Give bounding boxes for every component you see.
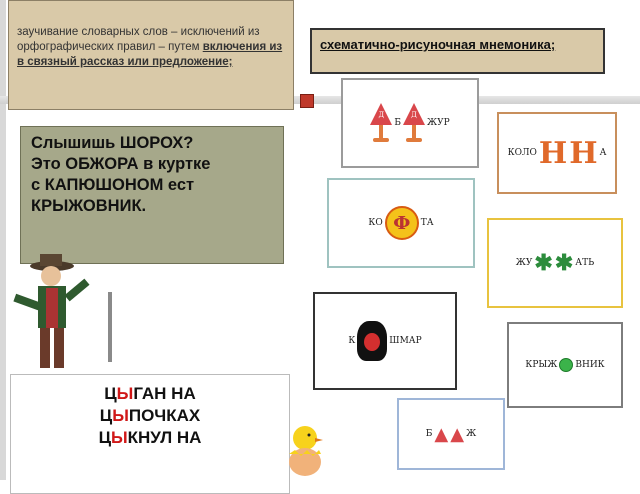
beetle-icon: ✱ (534, 250, 553, 276)
card-abazhur-mid: Б (394, 118, 401, 128)
cygan-line-1: ЦЫГАН НА (104, 384, 196, 403)
intro-bold-text: включения из в связный рассказ или предл… (17, 40, 283, 68)
card-abazhur: Д Б Д ЖУР (341, 78, 479, 168)
black-cat-icon (357, 321, 388, 361)
card-zhuzhzhat-post: АТЬ (575, 258, 595, 268)
story-line-1: Слышишь ШОРОХ? (31, 134, 194, 152)
card-abazhur-post: ЖУР (426, 118, 450, 128)
cygan-line-2: ЦЫПОЧКАХ (99, 406, 201, 426)
card-koshmar-post: ШМАР (389, 336, 422, 346)
story-line-4: КРЫЖОВНИК. (31, 196, 147, 215)
suitcase-icon: ▲ (450, 423, 465, 445)
scarecrow-illustration (13, 254, 112, 368)
story-box: Слышишь ШОРОХ? Это ОБЖОРА в куртке с КАП… (20, 126, 284, 264)
beetle-icon: ✱ (554, 250, 574, 276)
intro-text-box: заучивание словарных слов – исключений и… (8, 0, 294, 110)
card-kofta: КО Ф ТА (327, 178, 475, 268)
lamp-icon: Д (370, 103, 393, 143)
card-kolonna-post: А (599, 148, 607, 158)
card-kofta-letter: Ф (384, 206, 419, 240)
divider-accent-square (300, 94, 314, 108)
chick-in-egg-icon (289, 426, 323, 476)
card-kofta-post: ТА (420, 218, 434, 228)
mnemonics-title: схематично-рисуночная мнемоника; (320, 37, 556, 52)
card-bagazh: Б ▲ ▲ Ж (397, 398, 505, 470)
card-kofta-pre: КО (368, 218, 383, 228)
left-edge-bar (0, 0, 6, 480)
story-line-3: с КАПЮШОНОМ ест (31, 175, 195, 194)
card-koshmar: К ШМАР (313, 292, 457, 390)
card-kolonna-letter: Н (538, 135, 568, 171)
title-divider-band (0, 96, 640, 104)
cygan-rule-box: ЦЫГАН НА ЦЫПОЧКАХ ЦЫКНУЛ НА (10, 374, 290, 494)
intro-text: заучивание словарных слов – исключений и… (17, 26, 260, 53)
cygan-line-3: ЦЫКНУЛ НА (98, 428, 202, 448)
gooseberry-icon (559, 358, 574, 372)
card-kolonna: КОЛО Н Н А (497, 112, 617, 194)
story-line-2: Это ОБЖОРА в куртке (31, 154, 211, 173)
card-kryzhovnik-post: ВНИК (575, 360, 605, 370)
card-bagazh-pre: Б (425, 429, 433, 439)
card-bagazh-post: Ж (466, 429, 477, 439)
mnemonics-title-box: схематично-рисуночная мнемоника; (310, 28, 605, 74)
card-koshmar-pre: К (348, 336, 356, 346)
card-kryzhovnik-pre: КРЫЖ (525, 360, 558, 370)
card-kolonna-pre: КОЛО (507, 148, 537, 158)
card-zhuzhzhat-pre: ЖУ (515, 258, 533, 268)
card-kolonna-letter-2: Н (569, 135, 598, 171)
suitcase-icon: ▲ (434, 423, 449, 445)
card-kryzhovnik: КРЫЖ ВНИК (507, 322, 623, 408)
lamp-icon: Д (402, 103, 425, 143)
card-zhuzhzhat: ЖУ ✱ ✱ АТЬ (487, 218, 623, 308)
